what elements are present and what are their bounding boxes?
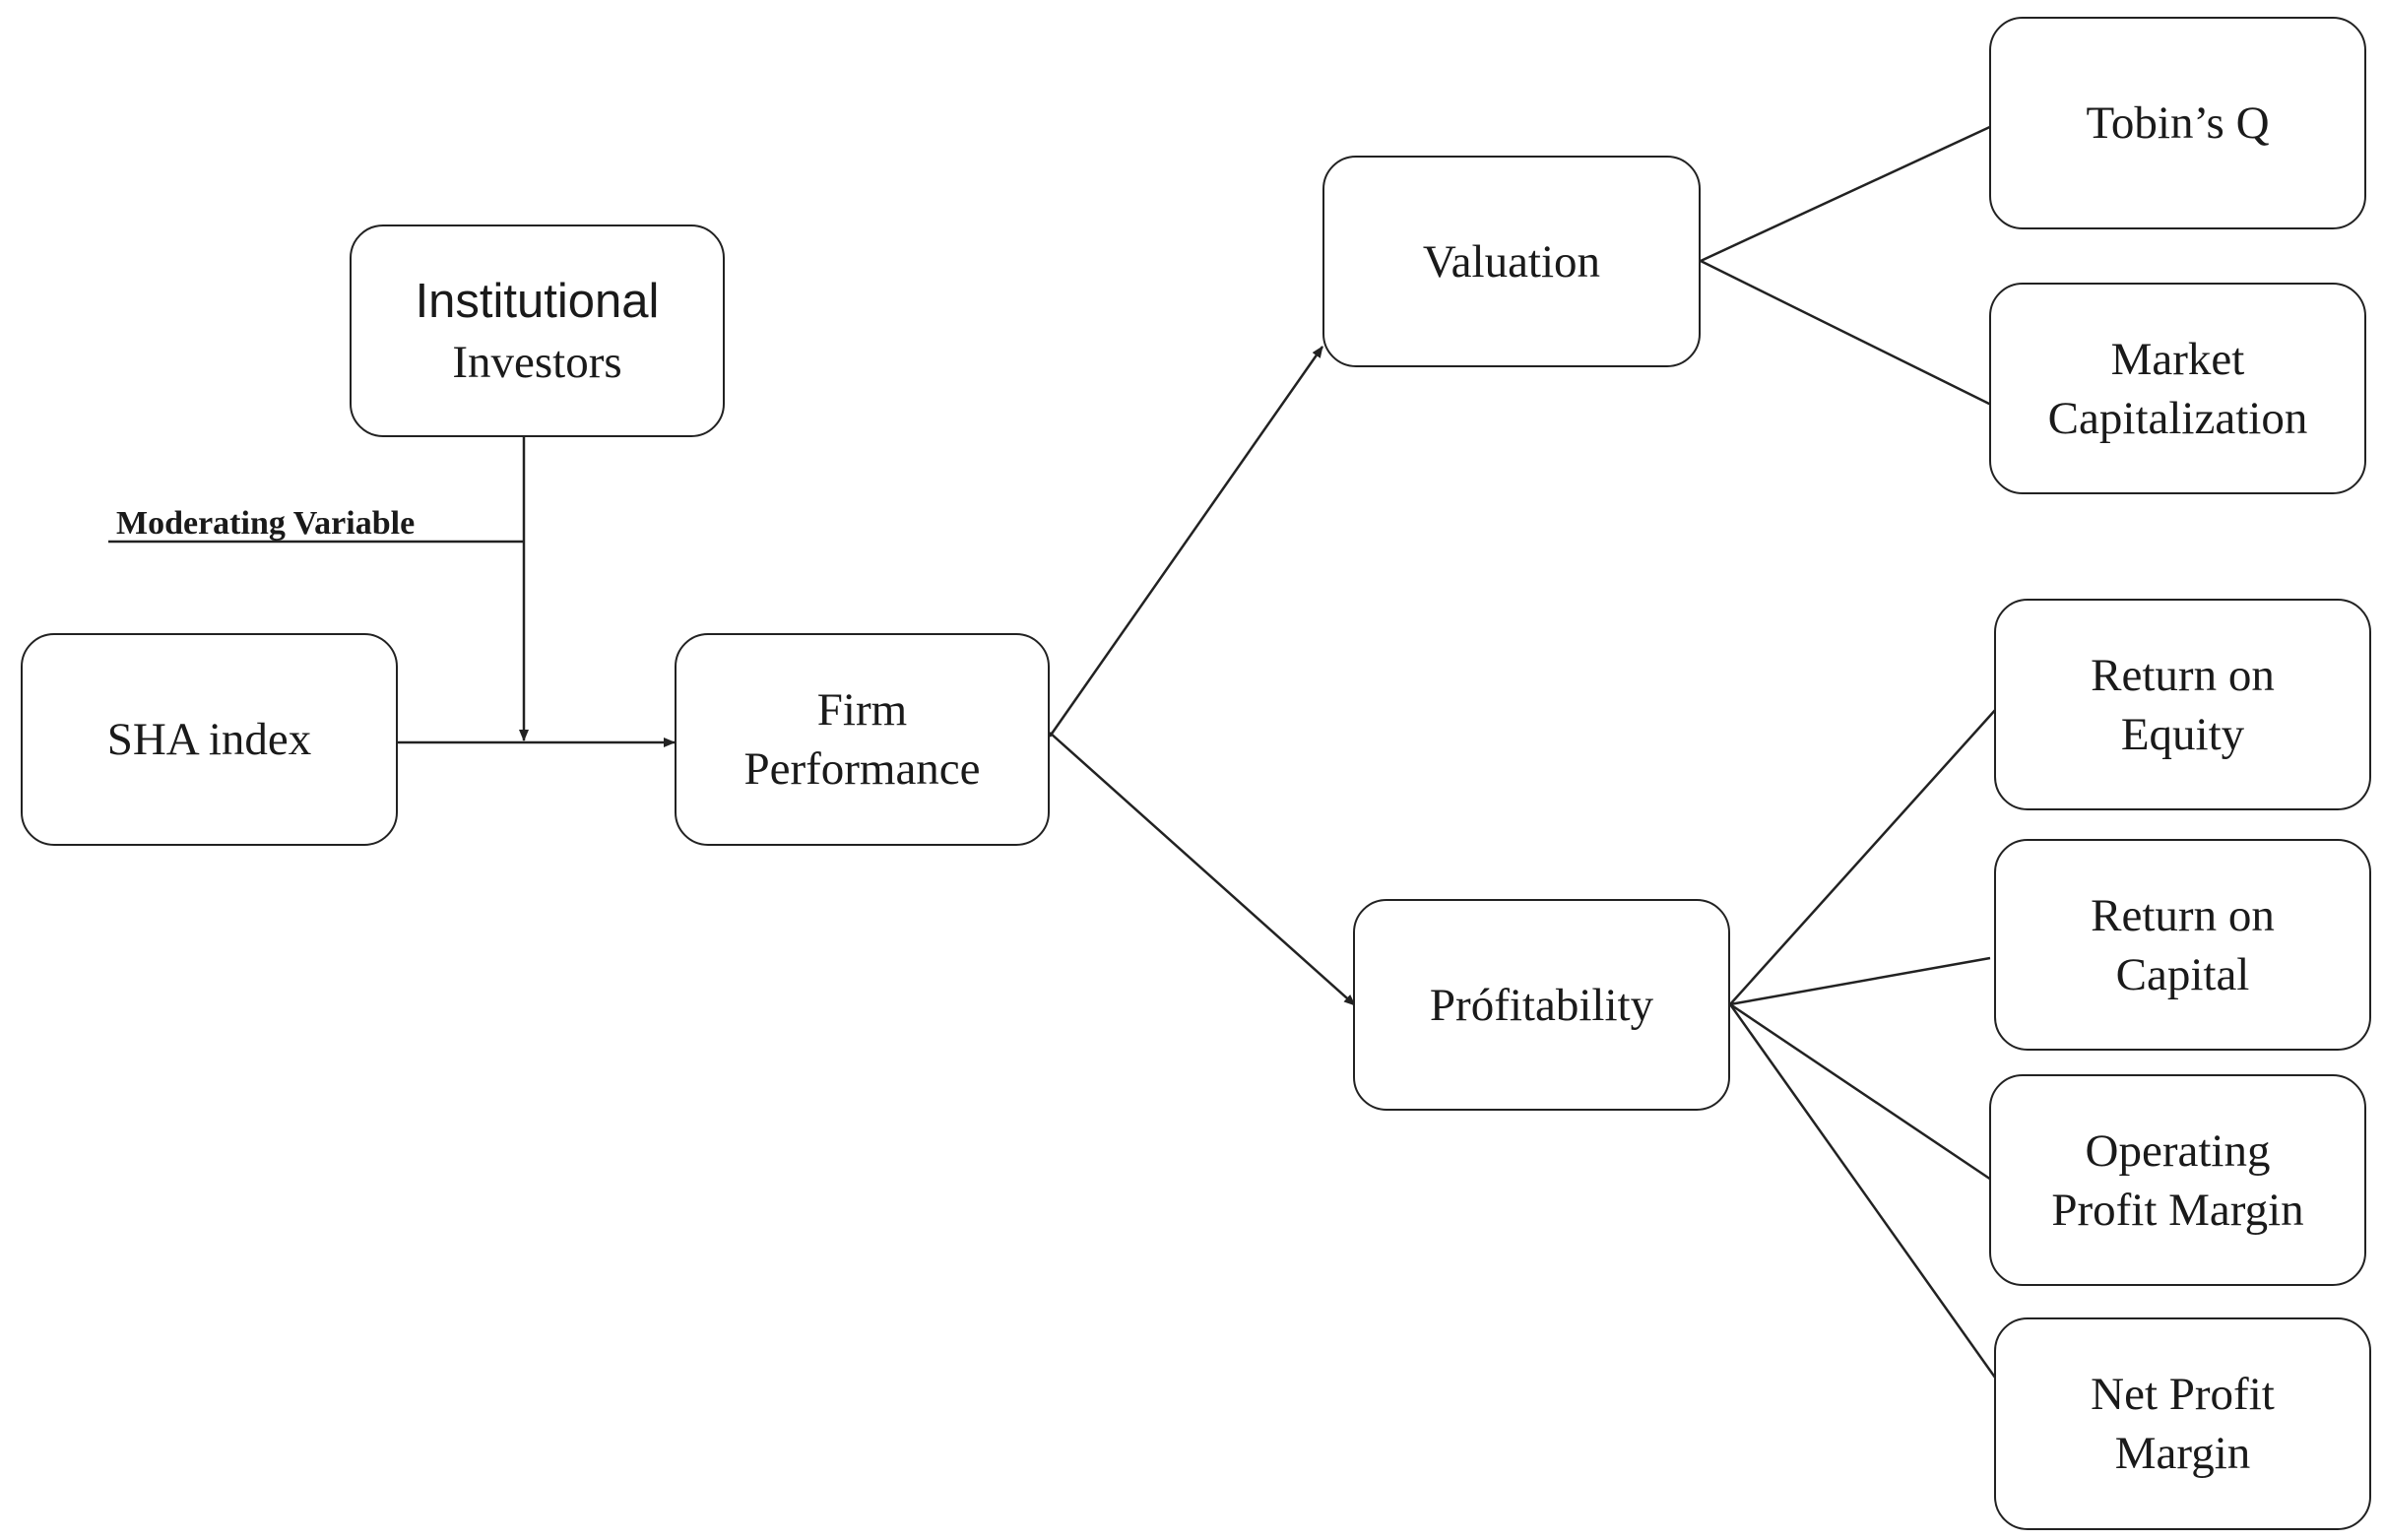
valuation-to-marketcap-line	[1700, 259, 1992, 407]
tobins-q-label: Tobin’s Q	[2086, 97, 2270, 149]
firm-to-valuation-arrow	[1048, 346, 1324, 738]
return-on-capital-line2: Capital	[2115, 948, 2250, 1000]
firm-performance-line1: Firm	[816, 684, 908, 736]
profitability-to-roc-line	[1729, 956, 1991, 1006]
valuation-label: Valuation	[1422, 235, 1601, 288]
institutional-investors-line1: Institutional	[415, 275, 660, 328]
net-profit-margin-line2: Margin	[2114, 1428, 2251, 1479]
return-on-capital-line1: Return on	[2091, 889, 2275, 941]
market-capitalization-line2: Capitalization	[2047, 392, 2308, 444]
moderating-variable-label: Moderating Variable	[116, 505, 416, 542]
net-profit-margin-node: Net Profit Margin	[1994, 1317, 2371, 1530]
return-on-equity-line2: Equity	[2120, 708, 2245, 760]
market-capitalization-node: Market Capitalization	[1989, 283, 2366, 494]
return-on-equity-line1: Return on	[2091, 649, 2275, 701]
firm-to-profitability-arrow	[1049, 732, 1356, 1006]
sha-index-label: SHA index	[106, 714, 312, 765]
profitability-node: Prófitability	[1353, 899, 1730, 1111]
firm-performance-node: Firm Performance	[675, 633, 1050, 846]
institutional-investors-node: Institutional Investors	[350, 225, 725, 437]
sha-index-node: SHA index	[21, 633, 398, 846]
return-on-equity-node: Return on Equity	[1994, 599, 2371, 810]
profitability-to-npm-line	[1728, 1003, 2007, 1392]
net-profit-margin-line1: Net Profit	[2091, 1369, 2275, 1420]
profitability-label: Prófitability	[1429, 979, 1654, 1031]
valuation-node: Valuation	[1322, 156, 1701, 367]
firm-performance-line2: Performance	[743, 743, 981, 795]
valuation-to-tobins-line	[1700, 123, 1995, 263]
profitability-to-opm-line	[1729, 1002, 1995, 1184]
operating-profit-margin-line2: Profit Margin	[2051, 1184, 2304, 1236]
operating-profit-margin-line1: Operating	[2085, 1124, 2271, 1177]
profitability-to-roe-line	[1729, 707, 1998, 1005]
return-on-capital-node: Return on Capital	[1994, 839, 2371, 1051]
institutional-investors-line2: Investors	[452, 337, 622, 388]
tobins-q-node: Tobin’s Q	[1989, 17, 2366, 229]
operating-profit-margin-node: Operating Profit Margin	[1989, 1074, 2366, 1286]
market-capitalization-line1: Market	[2110, 333, 2245, 385]
